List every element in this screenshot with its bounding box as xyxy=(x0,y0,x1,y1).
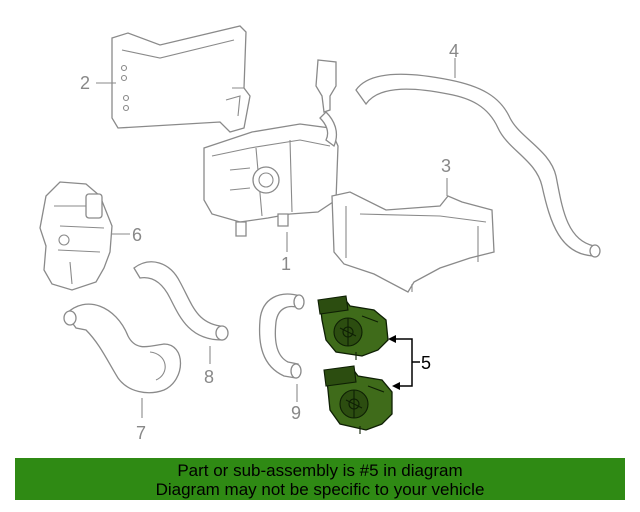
part-4-hose[interactable] xyxy=(355,73,601,258)
part-3-shield[interactable] xyxy=(331,191,495,293)
callout-5: 5 xyxy=(421,353,431,373)
callout-4: 4 xyxy=(449,41,459,61)
info-banner: Part or sub-assembly is #5 in diagram Di… xyxy=(15,458,625,500)
callout-8: 8 xyxy=(204,367,214,387)
part-7-hose[interactable] xyxy=(63,303,182,394)
banner-line-1: Part or sub-assembly is #5 in diagram xyxy=(177,461,463,480)
banner-line-2: Diagram may not be specific to your vehi… xyxy=(155,480,485,499)
part-5-water-pump-upper[interactable] xyxy=(317,295,389,360)
part-8-hose[interactable] xyxy=(133,261,229,341)
parts-diagram: 2 4 1 3 6 7 xyxy=(39,25,601,443)
part-5-water-pump-lower[interactable] xyxy=(323,365,393,434)
callout-6: 6 xyxy=(132,225,142,245)
callout-7: 7 xyxy=(136,423,146,443)
part-1-valve-assembly[interactable] xyxy=(203,59,339,237)
callout-1: 1 xyxy=(281,254,291,274)
part-6-valve-housing[interactable] xyxy=(39,181,113,291)
callout-3: 3 xyxy=(441,156,451,176)
part-9-hose[interactable] xyxy=(258,293,305,379)
leader-5 xyxy=(388,335,420,390)
callout-2: 2 xyxy=(80,73,90,93)
part-2-bracket[interactable] xyxy=(111,25,251,133)
callout-9: 9 xyxy=(291,403,301,423)
